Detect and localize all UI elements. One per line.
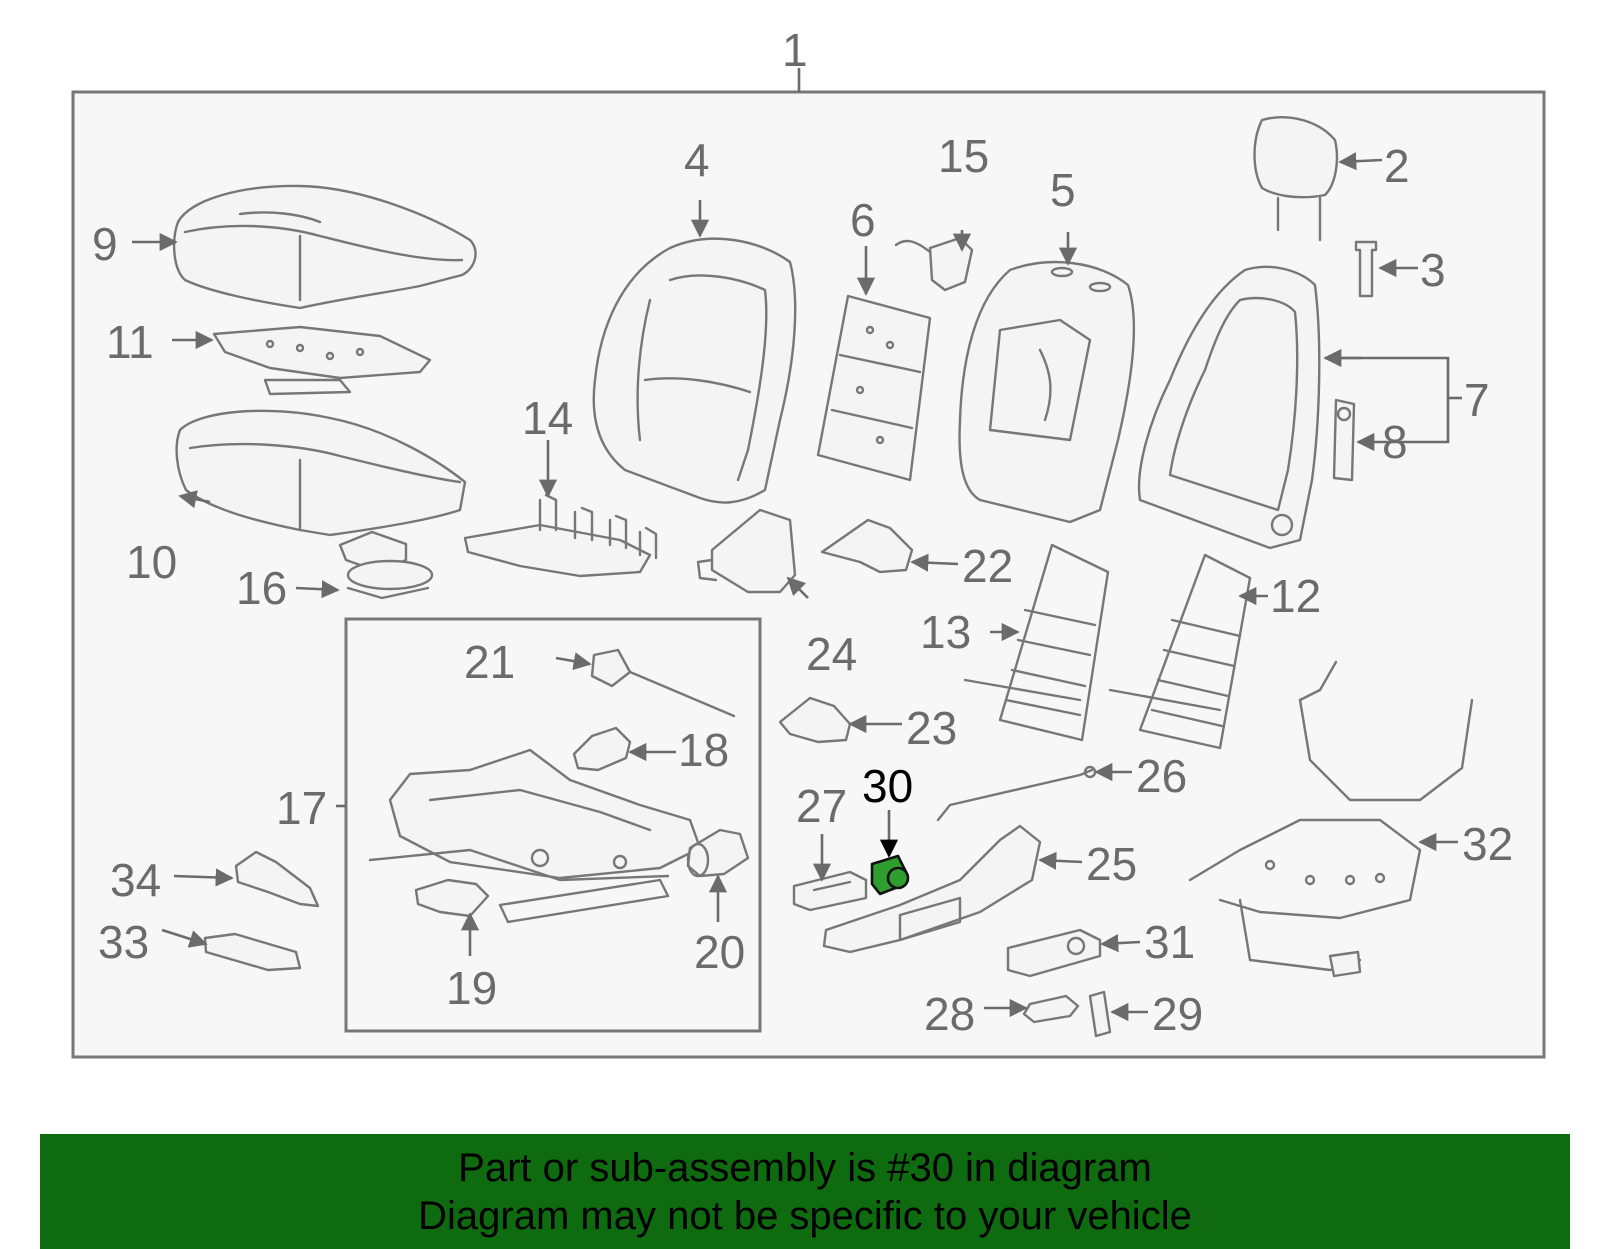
callout-19: 19: [446, 962, 497, 1014]
callout-31: 31: [1144, 916, 1195, 968]
callout-5: 5: [1050, 164, 1076, 216]
part-7-backrest-frame[interactable]: [1137, 265, 1321, 550]
banner-line-disclaimer: Diagram may not be specific to your vehi…: [418, 1194, 1192, 1238]
part-30-highlighted-knob[interactable]: [870, 854, 910, 896]
part-34-bracket[interactable]: [234, 850, 320, 908]
part-17-seat-adjuster[interactable]: [368, 748, 702, 924]
part-8-recliner-motor[interactable]: [1332, 398, 1356, 482]
part-31-switch-assembly[interactable]: [1006, 928, 1102, 978]
callout-18: 18: [678, 724, 729, 776]
banner-line-part-number: Part or sub-assembly is #30 in diagram: [458, 1146, 1152, 1190]
part-18-bracket[interactable]: [572, 726, 632, 772]
part-14-cushion-frame[interactable]: [463, 493, 658, 578]
part-21-motor-cable[interactable]: [590, 648, 736, 718]
part-16-bracket[interactable]: [338, 530, 434, 600]
callout-13: 13: [920, 606, 971, 658]
callout-20: 20: [694, 926, 745, 978]
callout-24: 24: [806, 628, 857, 680]
part-13-spring-mat[interactable]: [963, 543, 1110, 742]
callout-16: 16: [236, 562, 287, 614]
part-33-trim-piece[interactable]: [203, 932, 302, 972]
callout-26: 26: [1136, 750, 1187, 802]
callout-27: 27: [796, 780, 847, 832]
info-banner: Part or sub-assembly is #30 in diagram D…: [40, 1134, 1570, 1249]
part-19-switch-bracket[interactable]: [414, 878, 490, 918]
callout-23: 23: [906, 702, 957, 754]
callout-17: 17: [276, 782, 327, 834]
callout-11: 11: [106, 316, 154, 368]
callout-4: 4: [684, 134, 710, 186]
callout-21: 21: [464, 636, 515, 688]
part-27-switch-bezel[interactable]: [792, 870, 868, 912]
part-29-cover[interactable]: [1088, 990, 1112, 1038]
callout-labels: 1 2 3 4 5 6 7 8 9 10 11 12 13 14 15 16 1…: [92, 24, 1513, 1040]
part-5-backrest-pad[interactable]: [958, 260, 1136, 524]
callout-12: 12: [1270, 570, 1321, 622]
part-2-headrest[interactable]: [1253, 116, 1339, 242]
callout-22: 22: [962, 540, 1013, 592]
part-3-headrest-guide[interactable]: [1354, 240, 1378, 298]
callout-3: 3: [1420, 244, 1446, 296]
callout-2: 2: [1384, 140, 1410, 192]
callout-32: 32: [1462, 818, 1513, 870]
part-4-backrest-cover[interactable]: [592, 237, 797, 504]
part-32-wiring-harness[interactable]: [1188, 660, 1474, 978]
callout-8: 8: [1382, 416, 1408, 468]
part-11-cushion-pan[interactable]: [212, 325, 432, 396]
callout-7: 7: [1464, 374, 1490, 426]
part-12-spring-mat[interactable]: [1108, 553, 1252, 750]
callout-28: 28: [924, 988, 975, 1040]
callout-15: 15: [938, 130, 989, 182]
callout-10: 10: [126, 536, 177, 588]
callout-14: 14: [522, 392, 573, 444]
callout-6: 6: [850, 194, 876, 246]
callout-1: 1: [782, 24, 808, 76]
callout-33: 33: [98, 916, 149, 968]
adjuster-subassembly-box: [344, 617, 762, 1033]
part-9-cushion-cover[interactable]: [172, 184, 477, 310]
callout-29: 29: [1152, 988, 1203, 1040]
callout-34: 34: [110, 854, 161, 906]
callout-9: 9: [92, 218, 118, 270]
part-23-clip[interactable]: [778, 696, 852, 744]
callout-25: 25: [1086, 838, 1137, 890]
part-20-adjuster-motor[interactable]: [686, 828, 750, 878]
part-6-heating-pad[interactable]: [816, 294, 932, 482]
part-25-side-shield[interactable]: [822, 824, 1042, 954]
callout-30-highlighted: 30: [862, 760, 913, 812]
leader-lines: [132, 68, 1462, 1022]
part-22-trim-panel[interactable]: [820, 518, 914, 574]
